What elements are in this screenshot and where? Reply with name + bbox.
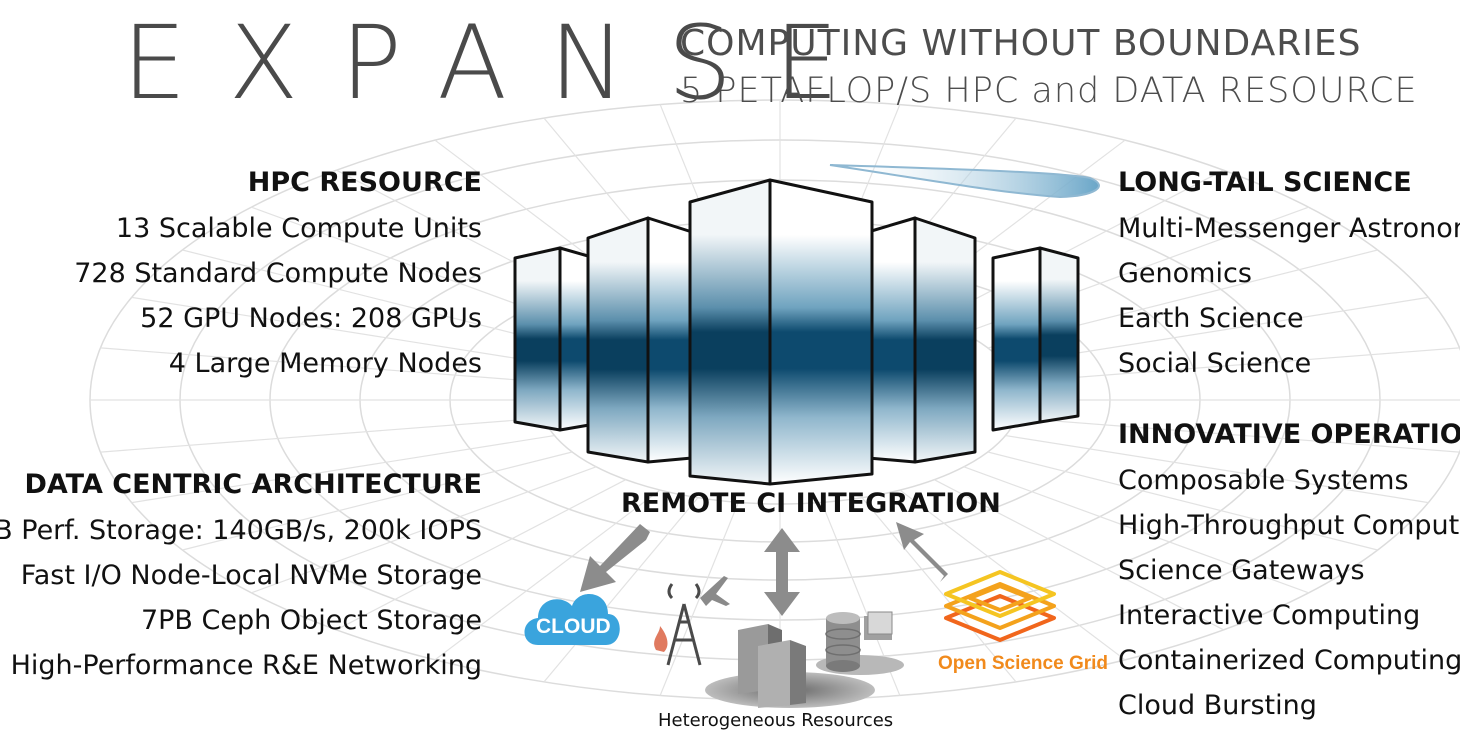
folder-icon bbox=[864, 611, 893, 640]
hpc-item: 13 Scalable Compute Units bbox=[115, 213, 482, 244]
open-science-grid-label: Open Science Grid bbox=[938, 653, 1108, 674]
hpc-item: 728 Standard Compute Nodes bbox=[74, 258, 482, 289]
ops-item: Containerized Computing bbox=[1118, 645, 1460, 676]
open-science-grid-icon bbox=[944, 570, 1056, 642]
data-centric-heading: DATA CENTRIC ARCHITECTURE bbox=[24, 469, 482, 500]
tagline-secondary: 5 PETAFLOP/S HPC and DATA RESOURCE bbox=[680, 71, 1418, 111]
remote-ci-integration-label: REMOTE CI INTEGRATION bbox=[621, 488, 1001, 519]
ops-item: Composable Systems bbox=[1118, 465, 1409, 496]
ops-item: Interactive Computing bbox=[1118, 600, 1421, 631]
cloud-icon bbox=[524, 594, 620, 645]
ops-item: Cloud Bursting bbox=[1118, 690, 1317, 721]
science-item: Genomics bbox=[1118, 258, 1252, 289]
science-item: Multi-Messenger Astronomy bbox=[1118, 213, 1460, 244]
data-item: Fast I/O Node-Local NVMe Storage bbox=[20, 560, 482, 591]
science-item: Social Science bbox=[1118, 348, 1312, 379]
data-item: High-Performance R&E Networking bbox=[10, 650, 482, 681]
science-item: Earth Science bbox=[1118, 303, 1304, 334]
server-icon bbox=[738, 624, 806, 708]
flame-icon bbox=[654, 626, 668, 652]
hpc-item: 52 GPU Nodes: 208 GPUs bbox=[140, 303, 482, 334]
data-item: 12PB Perf. Storage: 140GB/s, 200k IOPS bbox=[0, 515, 482, 546]
heterogeneous-resources-label: Heterogeneous Resources bbox=[658, 710, 894, 731]
database-icon bbox=[825, 612, 861, 672]
ops-item: Science Gateways bbox=[1118, 555, 1365, 586]
hpc-item: 4 Large Memory Nodes bbox=[168, 348, 482, 379]
long-tail-science-heading: LONG-TAIL SCIENCE bbox=[1118, 167, 1412, 198]
hpc-resource-heading: HPC RESOURCE bbox=[247, 167, 482, 198]
innovative-operations-heading: INNOVATIVE OPERATIONS bbox=[1118, 419, 1460, 450]
cloud-label: CLOUD bbox=[536, 615, 611, 638]
ops-item: High-Throughput Computing bbox=[1118, 510, 1460, 541]
airplane-icon bbox=[700, 576, 730, 606]
expanse-logo: EXPANSE bbox=[122, 4, 881, 123]
antenna-icon bbox=[666, 583, 702, 666]
data-item: 7PB Ceph Object Storage bbox=[140, 605, 482, 636]
tagline-primary: COMPUTING WITHOUT BOUNDARIES bbox=[680, 23, 1362, 64]
